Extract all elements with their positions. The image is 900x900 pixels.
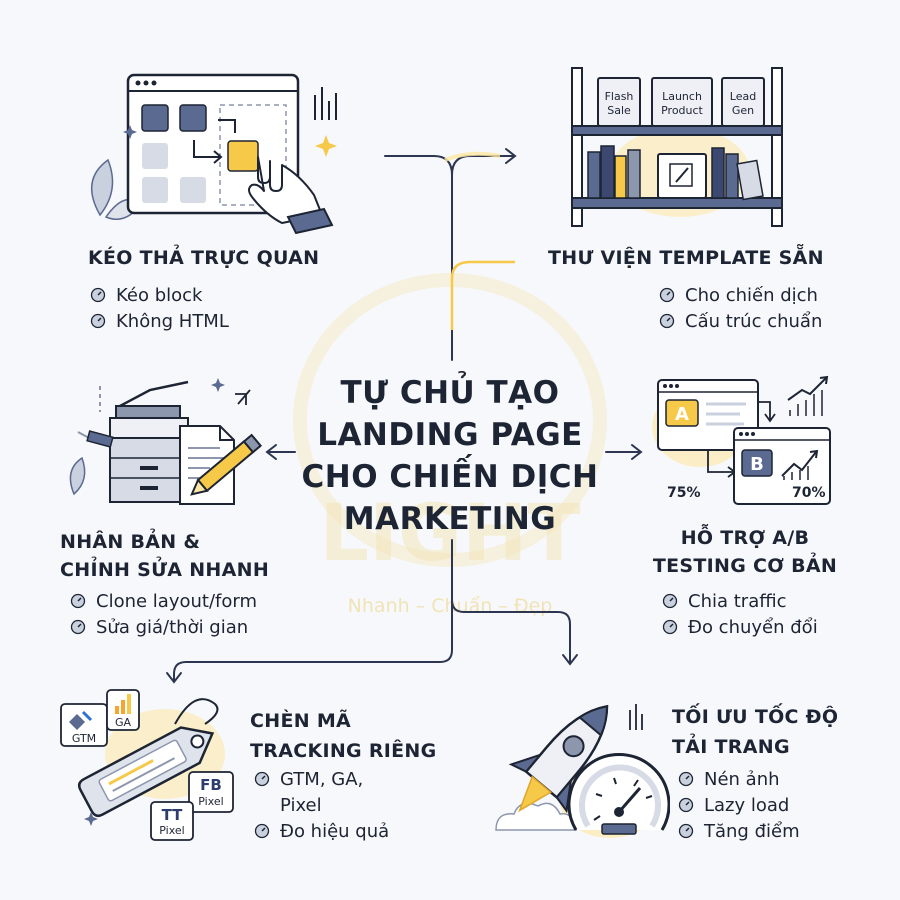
split-b-value: 70%: [792, 485, 826, 501]
split-a-value: 75%: [667, 485, 701, 501]
feature-bullets: GTM, GA, Pixel Đo hiệu quả: [254, 766, 389, 844]
bullet-text: Sửa giá/thời gian: [96, 616, 249, 638]
ab-test-icon: A B 75% 70%: [652, 375, 831, 505]
feature-bullet: Tăng điểm: [678, 818, 800, 844]
book-label: Launch: [662, 90, 702, 103]
bullet-text: Đo chuyển đổi: [688, 616, 818, 638]
book-label: Product: [661, 104, 703, 117]
variant-b-label: B: [750, 454, 764, 475]
book-label: Flash: [605, 90, 634, 103]
feature-bullets: Cho chiến dịch Cấu trúc chuẩn: [659, 282, 822, 334]
feature-bullet: Cho chiến dịch: [659, 282, 822, 308]
drag-drop-icon: [90, 73, 337, 235]
gauge-bullet-icon: [678, 797, 694, 813]
feature-title: CHÈN MÃ TRACKING RIÊNG: [250, 706, 437, 766]
feature-title: NHÂN BẢN & CHỈNH SỬA NHANH: [60, 528, 269, 584]
bullet-text: GTM, GA,: [280, 768, 364, 790]
bullet-text: Clone layout/form: [96, 590, 257, 612]
bullet-spacer: [254, 797, 270, 813]
feature-bullet: Đo hiệu quả: [254, 818, 389, 844]
feature-bullets: Clone layout/form Sửa giá/thời gian: [70, 588, 257, 640]
bullet-text: Cho chiến dịch: [685, 284, 818, 306]
center-title-line: MARKETING: [343, 501, 557, 537]
center-title-line: CHO CHIẾN DỊCH: [301, 459, 599, 495]
bullet-text: Pixel: [280, 794, 322, 816]
feature-bullets: Kéo block Không HTML: [90, 282, 229, 334]
feature-bullets: Nén ảnh Lazy load Tăng điểm: [678, 766, 800, 844]
feature-title-line: CHỈNH SỬA NHANH: [60, 559, 270, 581]
bullet-text: Nén ảnh: [704, 768, 780, 790]
feature-bullet: Chia traffic: [662, 588, 818, 614]
feature-bullet: Không HTML: [90, 308, 229, 334]
feature-title-line: HỖ TRỢ A/B: [680, 527, 810, 549]
gauge-bullet-icon: [678, 771, 694, 787]
feature-bullet: Sửa giá/thời gian: [70, 614, 257, 640]
bullet-text: Đo hiệu quả: [280, 820, 390, 842]
bullet-text: Tăng điểm: [704, 820, 800, 842]
center-title-line: TỰ CHỦ TẠO: [340, 375, 560, 411]
gauge-bullet-icon: [254, 771, 270, 787]
bullet-text: Lazy load: [704, 794, 790, 816]
feature-bullet: Pixel: [254, 792, 389, 818]
tag-fb: FB: [200, 776, 222, 794]
feature-title: TỐI ƯU TỐC ĐỘ TẢI TRANG: [672, 702, 838, 762]
feature-bullets: Chia traffic Đo chuyển đổi: [662, 588, 818, 640]
gauge-bullet-icon: [662, 593, 678, 609]
bullet-text: Cấu trúc chuẩn: [685, 310, 823, 332]
tag-gtm: GTM: [72, 732, 96, 745]
copier-pencil-icon: [69, 378, 263, 505]
center-title: TỰ CHỦ TẠO LANDING PAGE CHO CHIẾN DỊCH M…: [300, 372, 600, 540]
gauge-bullet-icon: [254, 823, 270, 839]
book-label: Gen: [732, 104, 754, 117]
gauge-bullet-icon: [678, 823, 694, 839]
bullet-text: Kéo block: [116, 284, 203, 306]
feature-title: THƯ VIỆN TEMPLATE SẴN: [548, 247, 824, 269]
tag-fb-pixel: Pixel: [198, 795, 223, 808]
feature-bullet: Lazy load: [678, 792, 800, 818]
feature-bullet: Đo chuyển đổi: [662, 614, 818, 640]
watermark-brand: LIGHT: [319, 489, 580, 579]
variant-a-label: A: [675, 404, 689, 425]
tag-tt: TT: [162, 806, 184, 824]
bullet-text: Không HTML: [116, 310, 229, 332]
gauge-bullet-icon: [90, 287, 106, 303]
gauge-bullet-icon: [70, 593, 86, 609]
tag-ga: GA: [115, 716, 132, 729]
feature-title-line: TỐI ƯU TỐC ĐỘ: [672, 706, 839, 728]
book-label: Lead: [730, 90, 756, 103]
gauge-bullet-icon: [659, 313, 675, 329]
feature-title-line: NHÂN BẢN &: [60, 531, 201, 553]
feature-bullet: Nén ảnh: [678, 766, 800, 792]
feature-title-line: TRACKING RIÊNG: [250, 740, 437, 762]
tag-tt-pixel: Pixel: [159, 824, 184, 837]
feature-bullet: Clone layout/form: [70, 588, 257, 614]
gauge-bullet-icon: [70, 619, 86, 635]
gauge-bullet-icon: [659, 287, 675, 303]
feature-bullet: GTM, GA,: [254, 766, 389, 792]
feature-bullet: Kéo block: [90, 282, 229, 308]
feature-title-line: CHÈN MÃ: [250, 710, 352, 732]
rocket-gauge-icon: [495, 704, 670, 838]
feature-title-line: TESTING CƠ BẢN: [652, 555, 838, 577]
bookshelf-icon: Flash Sale Launch Product Lead Gen: [571, 67, 783, 227]
feature-title: KÉO THẢ TRỰC QUAN: [88, 247, 320, 269]
gauge-bullet-icon: [90, 313, 106, 329]
center-title-line: LANDING PAGE: [317, 417, 583, 453]
gauge-bullet-icon: [662, 619, 678, 635]
feature-bullet: Cấu trúc chuẩn: [659, 308, 822, 334]
feature-title-line: TẢI TRANG: [672, 736, 790, 758]
bullet-text: Chia traffic: [688, 590, 787, 612]
feature-title: HỖ TRỢ A/B TESTING CƠ BẢN: [640, 524, 850, 580]
book-label: Sale: [607, 104, 631, 117]
tracking-tag-icon: GTM GA FB Pixel TT Pixel: [60, 689, 234, 841]
